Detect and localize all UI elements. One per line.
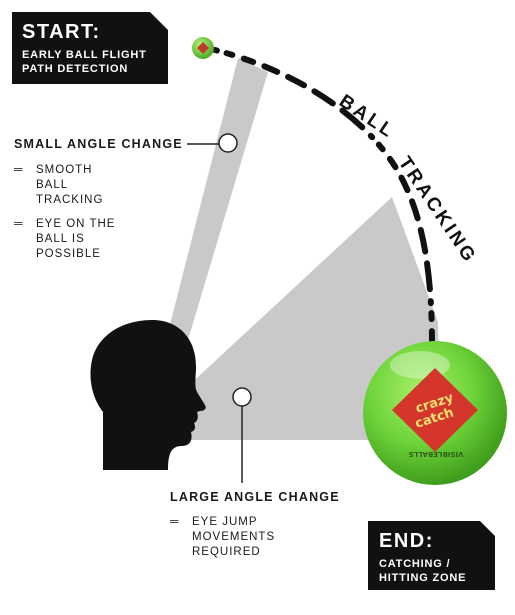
small-angle-heading: SMALL ANGLE CHANGE — [14, 137, 183, 151]
large-item1-line3: REQUIRED — [192, 546, 261, 558]
large-item1-line1: EYE JUMP — [192, 516, 258, 528]
small-angle-marker — [218, 133, 238, 153]
end-line1: CATCHING / — [379, 558, 451, 570]
small-item2-line2: BALL IS — [36, 233, 85, 245]
small-angle-cone — [163, 58, 268, 360]
large-angle-heading: LARGE ANGLE CHANGE — [170, 490, 340, 504]
large-item1-line2: MOVEMENTS — [192, 531, 276, 543]
small-equals-icon-1: ═ — [14, 162, 23, 176]
ball-tracking-path — [212, 47, 435, 348]
end-badge — [368, 521, 495, 590]
start-title: START: — [22, 21, 101, 43]
small-ball-diamond — [197, 42, 209, 54]
small-item1-line3: TRACKING — [36, 194, 104, 206]
large-equals-icon: ═ — [170, 514, 179, 528]
small-equals-icon-2: ═ — [14, 216, 23, 230]
ball-tracking-label-part1: BALL — [335, 91, 399, 143]
small-item1-line1: SMOOTH — [36, 164, 93, 176]
head-silhouette — [90, 320, 206, 470]
ball-logo-line3: VISIBLEBALLS — [409, 450, 464, 458]
large-angle-marker — [232, 387, 252, 407]
ball-diamond-logo — [392, 368, 478, 452]
small-item2-line3: POSSIBLE — [36, 248, 101, 260]
small-item1-line2: BALL — [36, 179, 69, 191]
small-item2-line1: EYE ON THE — [36, 218, 116, 230]
start-line2: PATH DETECTION — [22, 63, 129, 75]
start-badge — [12, 12, 168, 84]
start-line1: EARLY BALL FLIGHT — [22, 49, 147, 61]
end-line2: HITTING ZONE — [379, 572, 467, 584]
end-title: END: — [379, 530, 434, 552]
